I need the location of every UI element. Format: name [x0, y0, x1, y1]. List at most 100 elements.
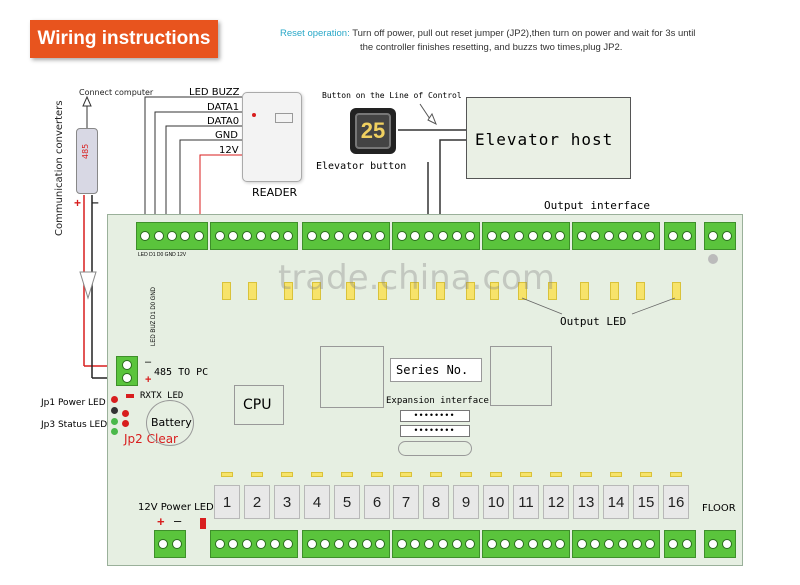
floor-key-9: 9 [453, 485, 479, 519]
watermark: trade.china.com [278, 258, 555, 298]
output-led-5 [346, 282, 355, 300]
terminal-bottom-2 [302, 530, 390, 558]
terminal-bottom-5 [572, 530, 660, 558]
wire-data1: DATA1 [207, 102, 240, 113]
output-led-2 [248, 282, 257, 300]
output-led-brackets [521, 297, 676, 315]
converter-label: Communication converters [54, 100, 65, 236]
converter-plus: + [74, 196, 82, 210]
jp3-label: Jp3 Status LED [41, 420, 108, 430]
terminal-485-minus: – [145, 356, 152, 368]
battery-icon [146, 400, 194, 446]
floor-led-15 [640, 472, 652, 477]
floor-led-6 [371, 472, 383, 477]
rxtx-led-icon [126, 394, 134, 398]
output-led-6 [378, 282, 387, 300]
battery-label: Battery [151, 416, 192, 429]
floor-key-14: 14 [603, 485, 629, 519]
output-interface-label: Output interface [544, 199, 650, 212]
reader-led [252, 113, 256, 117]
jp3-pin [111, 428, 118, 435]
chip-left [320, 346, 384, 408]
terminal-top-3 [302, 222, 390, 250]
reader-pins-label: LED D1 D0 GND 12V [138, 252, 187, 258]
reset-line-1: Turn off power, pull out reset jumper (J… [352, 28, 696, 39]
output-led-label: Output LED [560, 315, 627, 328]
floor-key-5: 5 [334, 485, 360, 519]
terminal-top-7 [664, 222, 696, 250]
floor-key-12: 12 [543, 485, 569, 519]
floor-led-11 [520, 472, 532, 477]
output-led-11 [518, 282, 527, 300]
chip-right [490, 346, 552, 406]
floor-key-6: 6 [364, 485, 390, 519]
floor-key-13: 13 [573, 485, 599, 519]
jp1-label: Jp1 Power LED [41, 398, 106, 408]
elevator-button-icon: 25 [350, 108, 396, 154]
floor-key-1: 1 [214, 485, 240, 519]
floor-led-9 [460, 472, 472, 477]
output-led-9 [466, 282, 475, 300]
floor-led-12 [550, 472, 562, 477]
output-led-15 [636, 282, 645, 300]
page-title: Wiring instructions [30, 20, 218, 58]
elevator-button-label: Elevator button [316, 161, 407, 172]
jp2-pin-2 [122, 420, 129, 427]
elevator-host-label: Elevator host [475, 130, 614, 149]
floor-led-5 [341, 472, 353, 477]
floor-key-2: 2 [244, 485, 270, 519]
output-led-3 [284, 282, 293, 300]
reader-device [242, 92, 302, 182]
floor-led-2 [251, 472, 263, 477]
terminal-top-6 [572, 222, 660, 250]
button-line-label: Button on the Line of Control [322, 91, 462, 100]
power-minus: – [174, 513, 182, 528]
reset-label: Reset operation: [280, 28, 350, 39]
elevator-button-number: 25 [355, 113, 391, 149]
expansion-header-1: •••••••• [400, 410, 470, 422]
mount-hole [708, 254, 718, 264]
floor-key-16: 16 [663, 485, 689, 519]
power-plus: + [157, 514, 165, 529]
output-led-8 [436, 282, 445, 300]
expansion-header-2: •••••••• [400, 425, 470, 437]
series-no-label: Series No. [396, 363, 469, 377]
output-led-1 [222, 282, 231, 300]
reader-label: READER [252, 186, 298, 199]
floor-key-4: 4 [304, 485, 330, 519]
terminal-reader [136, 222, 208, 250]
terminal-top-2 [210, 222, 298, 250]
converter-device: 485 [76, 128, 98, 194]
output-led-7 [410, 282, 419, 300]
terminal-bottom-4 [482, 530, 570, 558]
floor-label: FLOOR [702, 503, 736, 514]
floor-key-15: 15 [633, 485, 659, 519]
floor-led-7 [400, 472, 412, 477]
floor-led-13 [580, 472, 592, 477]
reader-pins-vertical: LED BUZ D1 D0 GND [151, 286, 157, 346]
output-led-14 [610, 282, 619, 300]
wire-gnd: GND [215, 130, 238, 141]
output-led-13 [580, 282, 589, 300]
series-no-box: Series No. [390, 358, 482, 382]
floor-key-8: 8 [423, 485, 449, 519]
floor-key-10: 10 [483, 485, 509, 519]
converter-minus: – [92, 195, 99, 209]
wire-12v: 12V [219, 145, 239, 156]
converter-port-label: 485 [81, 143, 90, 159]
reset-line-2: the controller finishes resetting, and b… [360, 42, 623, 53]
floor-led-10 [490, 472, 502, 477]
floor-key-7: 7 [393, 485, 419, 519]
power-led-label: 12V Power LED [138, 502, 214, 513]
power-led [200, 518, 206, 529]
reader-window [275, 113, 293, 123]
floor-led-4 [311, 472, 323, 477]
wire-data0: DATA0 [207, 116, 240, 127]
connect-computer-label: Connect computer [79, 88, 154, 97]
floor-led-3 [281, 472, 293, 477]
floor-led-14 [610, 472, 622, 477]
floor-key-3: 3 [274, 485, 300, 519]
floor-key-11: 11 [513, 485, 539, 519]
output-led-10 [490, 282, 499, 300]
reset-instructions: Reset operation: Turn off power, pull ou… [280, 27, 760, 55]
